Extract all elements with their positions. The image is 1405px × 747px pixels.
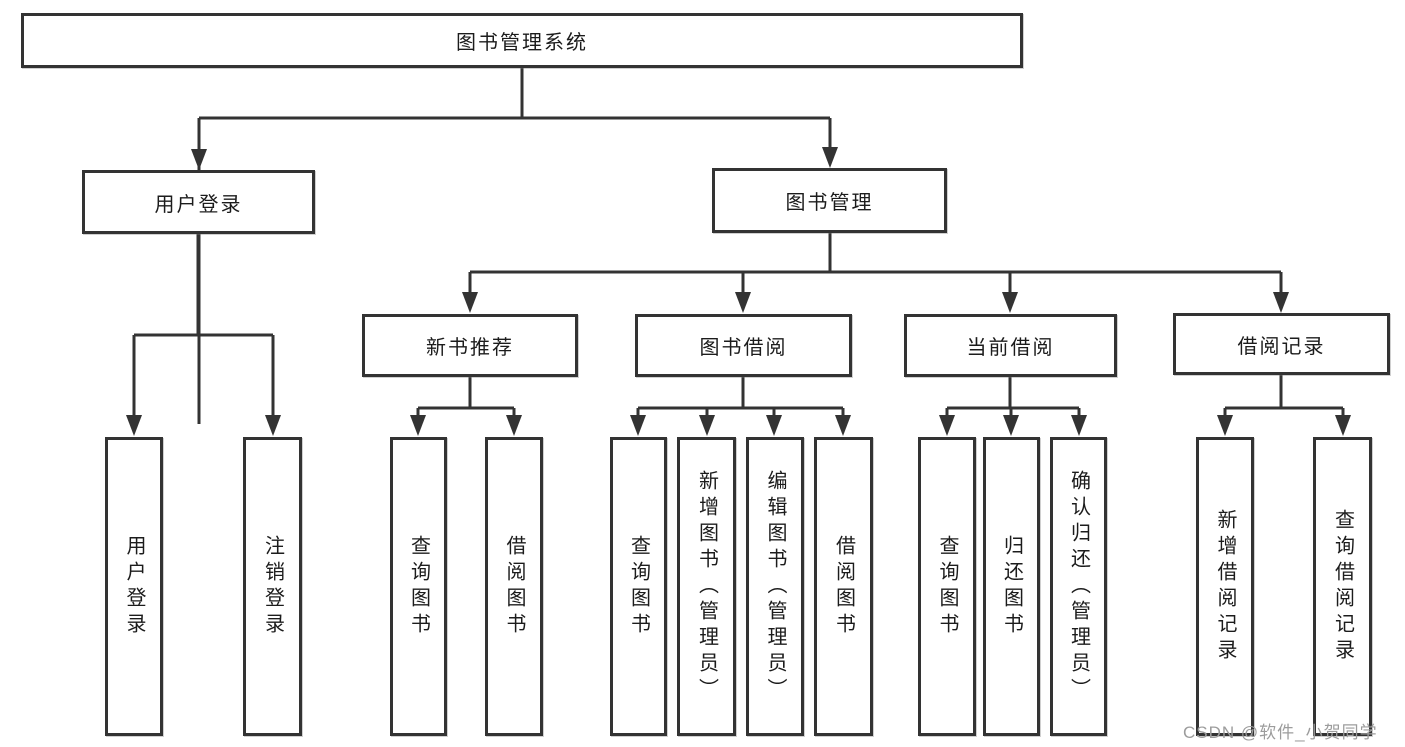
node-label: 当前借阅 (966, 337, 1055, 359)
leaf-borrow-books: 借阅图书 (814, 437, 873, 736)
leaf-query-books-borrowing: 查询图书 (610, 437, 667, 736)
leaf-borrow-books-recommend: 借阅图书 (485, 437, 543, 736)
leaf-add-borrow-record: 新增借阅记录 (1196, 437, 1254, 736)
arrowheads (126, 147, 1351, 436)
node-library-management-system: 图书管理系统 (21, 13, 1023, 68)
leaf-confirm-return-admin: 确认归还（管理员） (1050, 437, 1107, 736)
leaf-add-books-admin: 新增图书（管理员） (677, 437, 736, 736)
node-label: 图书借阅 (699, 337, 788, 359)
leaf-query-books-recommend: 查询图书 (390, 437, 447, 736)
leaf-query-borrow-record: 查询借阅记录 (1313, 437, 1372, 736)
node-label: 新书推荐 (426, 337, 514, 359)
leaf-user-login: 用户登录 (105, 437, 163, 736)
leaf-logout: 注销登录 (243, 437, 302, 736)
node-user-login-branch: 用户登录 (82, 170, 315, 234)
leaf-query-books-current: 查询图书 (918, 437, 976, 736)
node-book-management-branch: 图书管理 (712, 168, 947, 233)
leaf-edit-books-admin: 编辑图书（管理员） (746, 437, 804, 736)
leaf-return-books: 归还图书 (983, 437, 1040, 736)
node-borrowing-records: 借阅记录 (1173, 313, 1390, 375)
node-label: 借阅记录 (1237, 335, 1326, 358)
node-label: 用户登录 (154, 193, 243, 216)
node-new-book-recommend: 新书推荐 (362, 314, 578, 377)
node-current-borrowing: 当前借阅 (904, 314, 1117, 377)
node-book-borrowing: 图书借阅 (635, 314, 852, 377)
node-label: 图书管理系统 (456, 32, 588, 54)
node-label: 图书管理 (785, 192, 874, 214)
csdn-watermark: CSDN @软件_小贺同学 (1183, 723, 1378, 742)
